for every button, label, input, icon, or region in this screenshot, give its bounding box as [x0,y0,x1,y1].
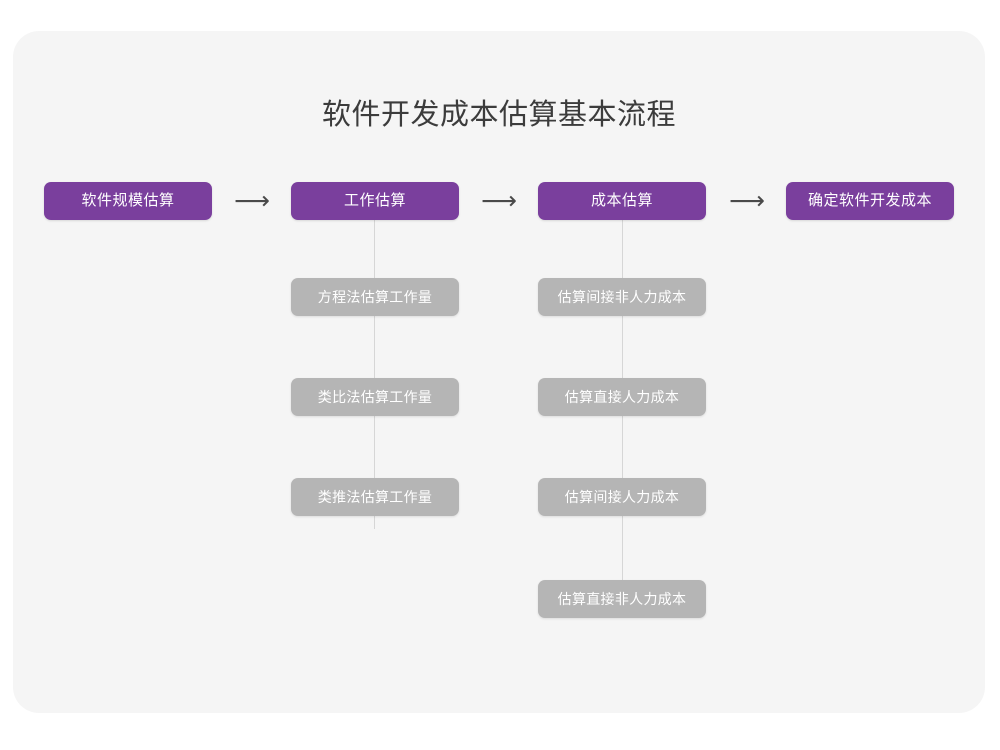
stage-box-determine-development-cost[interactable]: 确定软件开发成本 [786,182,954,220]
page-title: 软件开发成本估算基本流程 [321,99,676,131]
substep-box-indirect-nonlabor-cost[interactable]: 估算间接非人力成本 [538,278,706,316]
substep-box-indirect-labor-cost[interactable]: 估算间接人力成本 [538,478,706,516]
substep-box-direct-nonlabor-cost[interactable]: 估算直接非人力成本 [538,580,706,618]
right-arrow-icon: ⟶ [729,187,765,215]
right-arrow-icon: ⟶ [481,187,517,215]
stage-box-work-estimation[interactable]: 工作估算 [291,182,459,220]
right-arrow-icon: ⟶ [234,187,270,215]
substep-box-analogy-method-effort[interactable]: 类比法估算工作量 [291,378,459,416]
stage-box-cost-estimation[interactable]: 成本估算 [538,182,706,220]
connector-line-cost-estimation [622,220,623,612]
stage-box-software-size-estimation[interactable]: 软件规模估算 [44,182,212,220]
connector-line-work-estimation [374,220,375,529]
diagram-card: 软件开发成本估算基本流程 软件规模估算 工作估算 成本估算 确定软件开发成本 ⟶… [13,31,985,713]
substep-box-equation-method-effort[interactable]: 方程法估算工作量 [291,278,459,316]
substep-box-analogous-inference-effort[interactable]: 类推法估算工作量 [291,478,459,516]
substep-box-direct-labor-cost[interactable]: 估算直接人力成本 [538,378,706,416]
